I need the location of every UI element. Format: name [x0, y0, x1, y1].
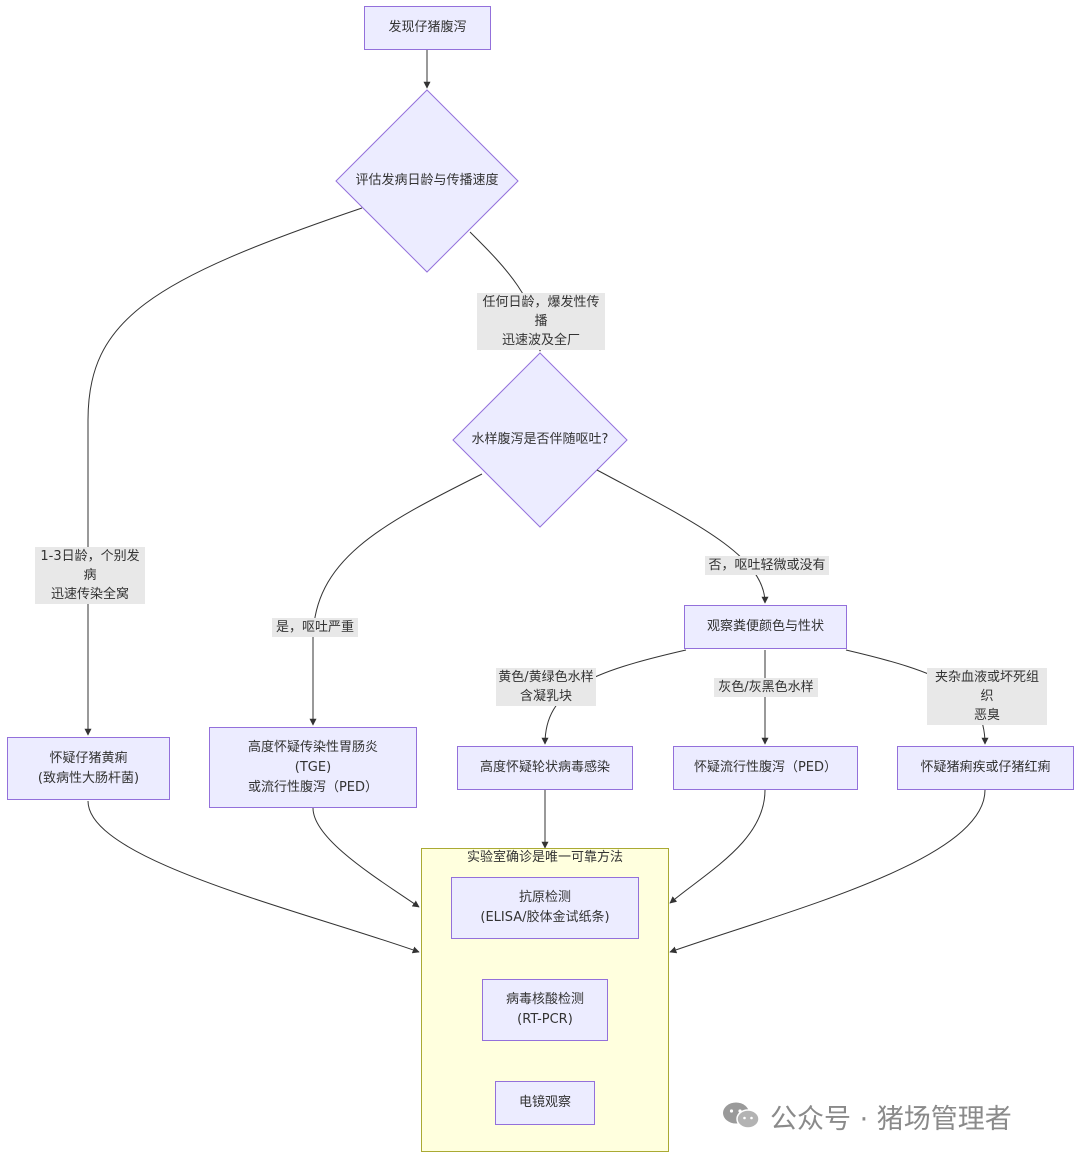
- edge-ped-lab: [669, 789, 766, 904]
- edge-label-no: 否，呕吐轻微或没有: [705, 556, 829, 575]
- watermark: 公众号 · 猪场管理者: [722, 1094, 1052, 1138]
- edge-label-gray: 灰色/灰黑色水样: [714, 678, 818, 697]
- edge-ecoli-lab: [87, 800, 420, 954]
- node-assess: 评估发病日龄与传播速度: [355, 173, 499, 188]
- node-vomit-question: 水样腹泻是否伴随呕吐?: [471, 432, 609, 447]
- node-ped: 怀疑流行性腹泻（PED）: [673, 746, 858, 790]
- node-antigen: 抗原检测 (ELISA/胶体金试纸条): [451, 877, 639, 939]
- node-start: 发现仔猪腹泻: [364, 6, 491, 50]
- edge-vomit-observe: [596, 469, 769, 604]
- edge-dysentery-lab: [669, 789, 986, 954]
- edge-label-yellow: 黄色/黄绿色水样 含凝乳块: [496, 668, 596, 706]
- edge-label-any-age: 任何日龄，爆发性传播 迅速波及全厂: [477, 293, 605, 350]
- vomit-diamond: [452, 352, 628, 528]
- edge-tge-lab: [312, 807, 420, 908]
- assess-diamond: [335, 89, 519, 273]
- lab-cluster-title: 实验室确诊是唯一可靠方法: [466, 850, 623, 865]
- watermark-text: 公众号 · 猪场管理者: [770, 1103, 1012, 1135]
- edge-label-age-1-3: 1-3日龄，个别发病 迅速传染全窝: [35, 547, 145, 604]
- node-observe: 观察粪便颜色与性状: [684, 605, 847, 649]
- edge-label-yes: 是，呕吐严重: [272, 618, 358, 637]
- edge-assess-ecoli: [84, 207, 363, 736]
- edge-label-blood: 夹杂血液或坏死组织 恶臭: [927, 668, 1047, 725]
- wechat-icon: [723, 1102, 760, 1129]
- node-tge: 高度怀疑传染性胃肠炎 (TGE) 或流行性腹泻（PED）: [209, 727, 417, 808]
- node-ecoli: 怀疑仔猪黄痢 (致病性大肠杆菌): [7, 737, 170, 800]
- node-em: 电镜观察: [495, 1081, 595, 1125]
- node-rota: 高度怀疑轮状病毒感染: [457, 746, 633, 790]
- node-pcr: 病毒核酸检测 (RT-PCR): [482, 979, 608, 1041]
- edge-vomit-tge: [309, 473, 483, 726]
- node-dysentery: 怀疑猪痢疾或仔猪红痢: [897, 746, 1074, 790]
